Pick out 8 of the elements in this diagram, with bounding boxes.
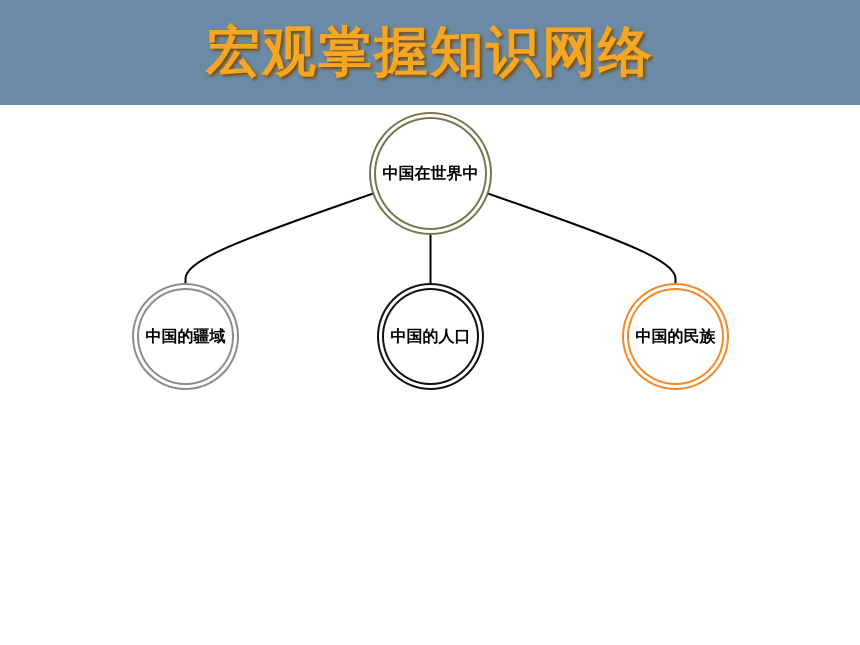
connector xyxy=(429,234,431,284)
node-circle: 中国的疆域 xyxy=(132,283,238,390)
node-circle: 中国的民族 xyxy=(622,283,728,390)
node-circle: 中国在世界中 xyxy=(368,112,492,235)
connector xyxy=(486,192,676,284)
connector xyxy=(184,192,374,284)
title: 宏观掌握知识网络 xyxy=(206,19,654,85)
node-circle: 中国的人口 xyxy=(376,283,484,390)
